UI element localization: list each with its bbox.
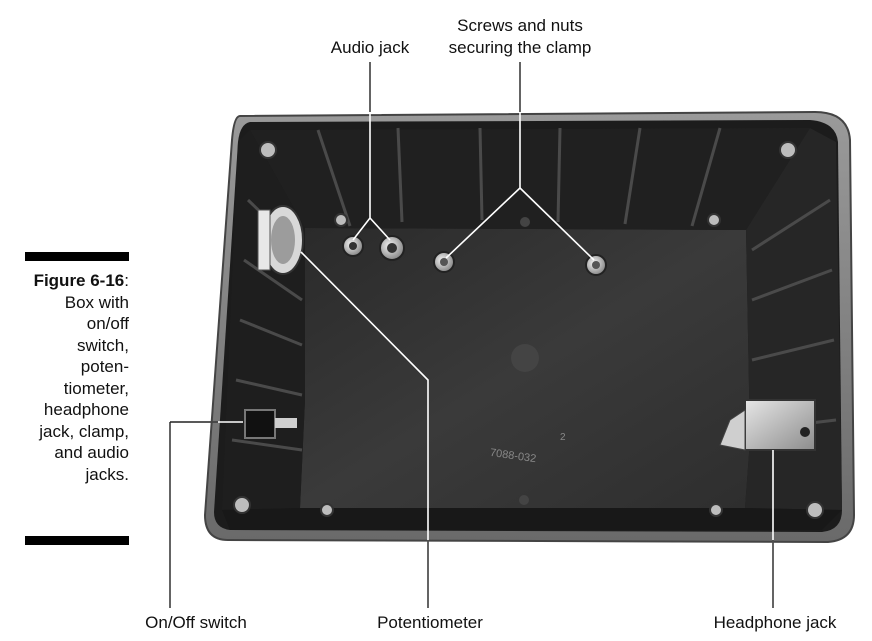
on-off-switch-component xyxy=(244,409,297,439)
potentiometer-component xyxy=(257,205,304,275)
headphone-jack-component xyxy=(719,399,816,451)
caption-line: switch, xyxy=(77,335,129,355)
audio-jack-leader-2 xyxy=(369,217,391,241)
caption-line: tiometer, xyxy=(63,378,129,398)
screws-leader-2 xyxy=(519,187,595,261)
caption-line: on/off xyxy=(86,314,129,333)
caption-line: jack, clamp, xyxy=(39,421,129,441)
caption-bottom-rule xyxy=(25,536,129,545)
on-off-switch-label: On/Off switch xyxy=(145,613,247,632)
clamp-screws xyxy=(433,251,607,276)
corner-posts xyxy=(233,141,824,519)
caption-line: jacks. xyxy=(85,464,129,484)
caption-line: Box with xyxy=(64,292,129,312)
audio-jacks xyxy=(342,235,405,261)
embossed-mark: 2 xyxy=(560,432,566,443)
figure-caption: Figure 6-16: Box with on/off switch, pot… xyxy=(20,270,129,485)
caption-line: poten- xyxy=(80,357,129,376)
caption-line: and audio xyxy=(54,443,129,462)
caption-top-rule xyxy=(25,252,129,261)
potentiometer-leader xyxy=(300,251,429,608)
figure-label: Figure 6-16 xyxy=(33,271,125,290)
potentiometer-label: Potentiometer xyxy=(377,613,483,632)
floor-features xyxy=(511,217,539,505)
screws-label-line2: securing the clamp xyxy=(448,38,592,57)
headphone-jack-label: Headphone jack xyxy=(713,613,837,632)
leader-lines-outside xyxy=(169,62,774,608)
screws-label-line1: Screws and nuts xyxy=(457,16,583,35)
caption-line: headphone xyxy=(43,400,129,419)
box-body xyxy=(203,110,856,544)
audio-jack-label: Audio jack xyxy=(330,38,410,57)
